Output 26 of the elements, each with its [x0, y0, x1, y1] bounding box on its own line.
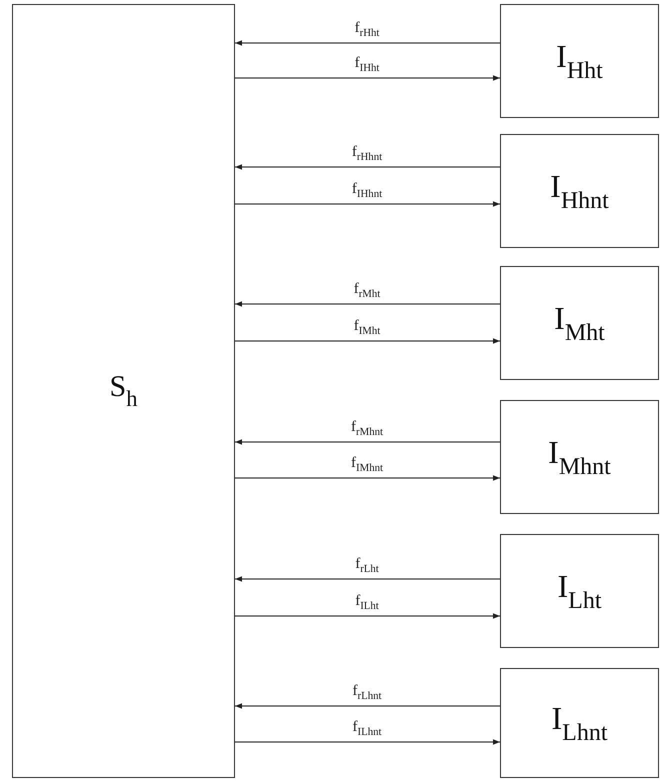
arrow: [234, 164, 500, 170]
arrow: [234, 201, 500, 207]
node-label: I$_{Mht}$: [554, 300, 605, 346]
node-label: I$_{Hhnt}$: [550, 168, 609, 214]
arrow: [234, 613, 500, 619]
arrow: [234, 338, 500, 344]
arrow: [234, 703, 500, 709]
process-box: [500, 134, 659, 248]
arrow: [234, 475, 500, 481]
node-label: S$_{h}$: [110, 370, 138, 412]
arrow: [234, 439, 500, 445]
process-box: [500, 266, 659, 380]
node-label: I$_{Lht}$: [558, 568, 602, 614]
arrow: [234, 301, 500, 307]
arrow: [234, 40, 500, 46]
process-box: [12, 4, 235, 778]
node-label: I$_{Mhnt}$: [548, 434, 611, 480]
process-box: [500, 534, 659, 648]
arrow: [234, 576, 500, 582]
arrow: [234, 739, 500, 745]
process-box: [500, 400, 659, 514]
node-label: I$_{Lhnt}$: [552, 700, 608, 746]
arrow: [234, 75, 500, 81]
node-label: I$_{Hht}$: [556, 38, 603, 84]
process-box: [500, 668, 659, 778]
process-box: [500, 4, 659, 118]
